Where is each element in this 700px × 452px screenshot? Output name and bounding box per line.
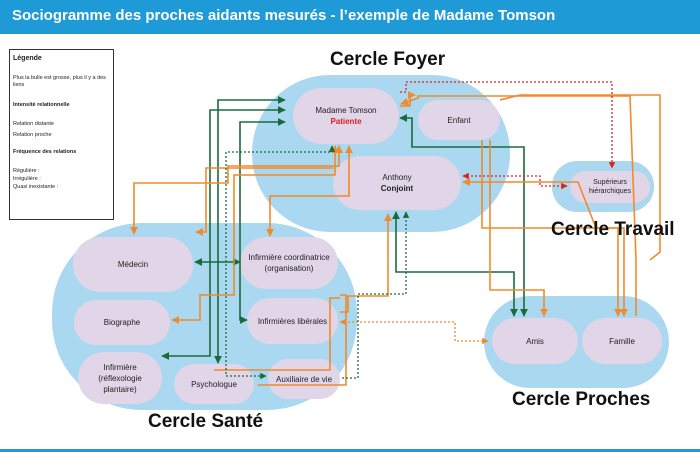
node-tomson-role: Patiente — [330, 117, 362, 126]
node-superieurs-line2: hiérarchiques — [588, 188, 632, 195]
node-anthony-role: Conjoint — [380, 184, 414, 193]
node-infirmiere-line1: Infirmière — [103, 362, 137, 372]
link-enfant-amis — [489, 140, 548, 317]
legend-nonexistent-label: Quasi inexistante : — [13, 184, 59, 190]
node-infirmieres-liberales: Infirmières libérales — [247, 298, 338, 344]
circle-foyer-label: Cercle Foyer — [330, 49, 446, 70]
node-amis-label: Amis — [526, 336, 544, 346]
node-biographe-label: Biographe — [103, 318, 141, 327]
node-medecin-label: Médecin — [117, 260, 149, 269]
node-enfant-label: Enfant — [447, 115, 471, 125]
title-banner: Sociogramme des proches aidants mesurés … — [0, 0, 700, 34]
link-inf-lib-anthony — [340, 213, 392, 313]
node-madame-tomson: Madame Tomson Patiente — [293, 88, 399, 144]
node-psychologue-bubble — [174, 364, 254, 404]
link-tomson-auxiliaire — [225, 145, 336, 380]
legend-box: Légende Plus la bulle est grosse, plus i… — [9, 49, 114, 220]
node-tomson-bubble — [293, 88, 399, 144]
node-psychologue: Psychologue — [174, 364, 254, 404]
node-biographe-bubble — [74, 300, 170, 345]
bottom-bar — [0, 449, 700, 452]
legend-irregular-label: Irrégulière : — [13, 176, 41, 182]
circle-proches-label: Cercle Proches — [512, 389, 651, 410]
legend-frequency-heading: Fréquence des relations — [13, 149, 77, 155]
circle-sante-label: Cercle Santé — [148, 411, 264, 432]
node-famille-bubble — [582, 318, 662, 364]
node-auxiliaire-label: Auxiliaire de vie — [275, 374, 333, 384]
circle-travail-label: Cercle Travail — [551, 219, 675, 240]
node-tomson-name: Madame Tomson — [315, 106, 377, 115]
node-anthony-name: Anthony — [382, 173, 412, 182]
link-tomson-famille — [400, 95, 637, 316]
node-psychologue-label: Psychologue — [191, 379, 237, 389]
link-inf-lib-amis — [339, 318, 489, 345]
link-anthony-superieurs — [462, 172, 568, 190]
node-infirmiere-line3: plantaire) — [103, 384, 137, 394]
node-auxiliaire: Auxiliaire de vie — [268, 359, 340, 399]
link-tomson-superieurs — [400, 81, 616, 169]
legend-regular-label: Régulière : — [13, 168, 40, 174]
node-superieurs: Supérieurs hiérarchiques — [570, 171, 650, 203]
page-title: Sociogramme des proches aidants mesurés … — [12, 7, 556, 24]
legend-distant-label: Relation distante — [13, 121, 54, 127]
node-infirmiere-bubble — [78, 352, 162, 404]
node-infirmiere-line2: (réflexologie — [98, 373, 142, 383]
node-anthony: Anthony Conjoint — [333, 156, 461, 210]
node-inf-lib-label: Infirmières libérales — [257, 316, 328, 326]
node-medecin: Médecin — [73, 237, 193, 292]
node-famille-label: Famille — [609, 336, 635, 346]
legend-intensity-heading: Intensité relationnelle — [13, 102, 70, 108]
node-superieurs-line1: Supérieurs — [593, 179, 627, 186]
node-coord-line2: (organisation) — [264, 264, 314, 273]
node-famille: Famille — [582, 318, 662, 364]
legend-note: Plus la bulle est grosse, plus il y a de… — [13, 75, 106, 88]
node-infirmiere-coordinatrice: Infirmière coordinatrice (organisation) — [240, 237, 338, 289]
node-infirmiere-reflexologie: Infirmière (réflexologie plantaire) — [78, 352, 162, 404]
link-anthony-auxiliaire — [342, 211, 410, 379]
node-coord-line1: Infirmière coordinatrice — [248, 253, 330, 262]
node-biographe: Biographe — [74, 300, 170, 345]
node-enfant: Enfant — [418, 100, 500, 140]
legend-close-label: Relation proche — [13, 132, 52, 138]
node-amis: Amis — [492, 318, 578, 364]
distant-relations — [225, 81, 616, 380]
legend-title: Légende — [13, 55, 42, 62]
node-amis-bubble — [492, 318, 578, 364]
